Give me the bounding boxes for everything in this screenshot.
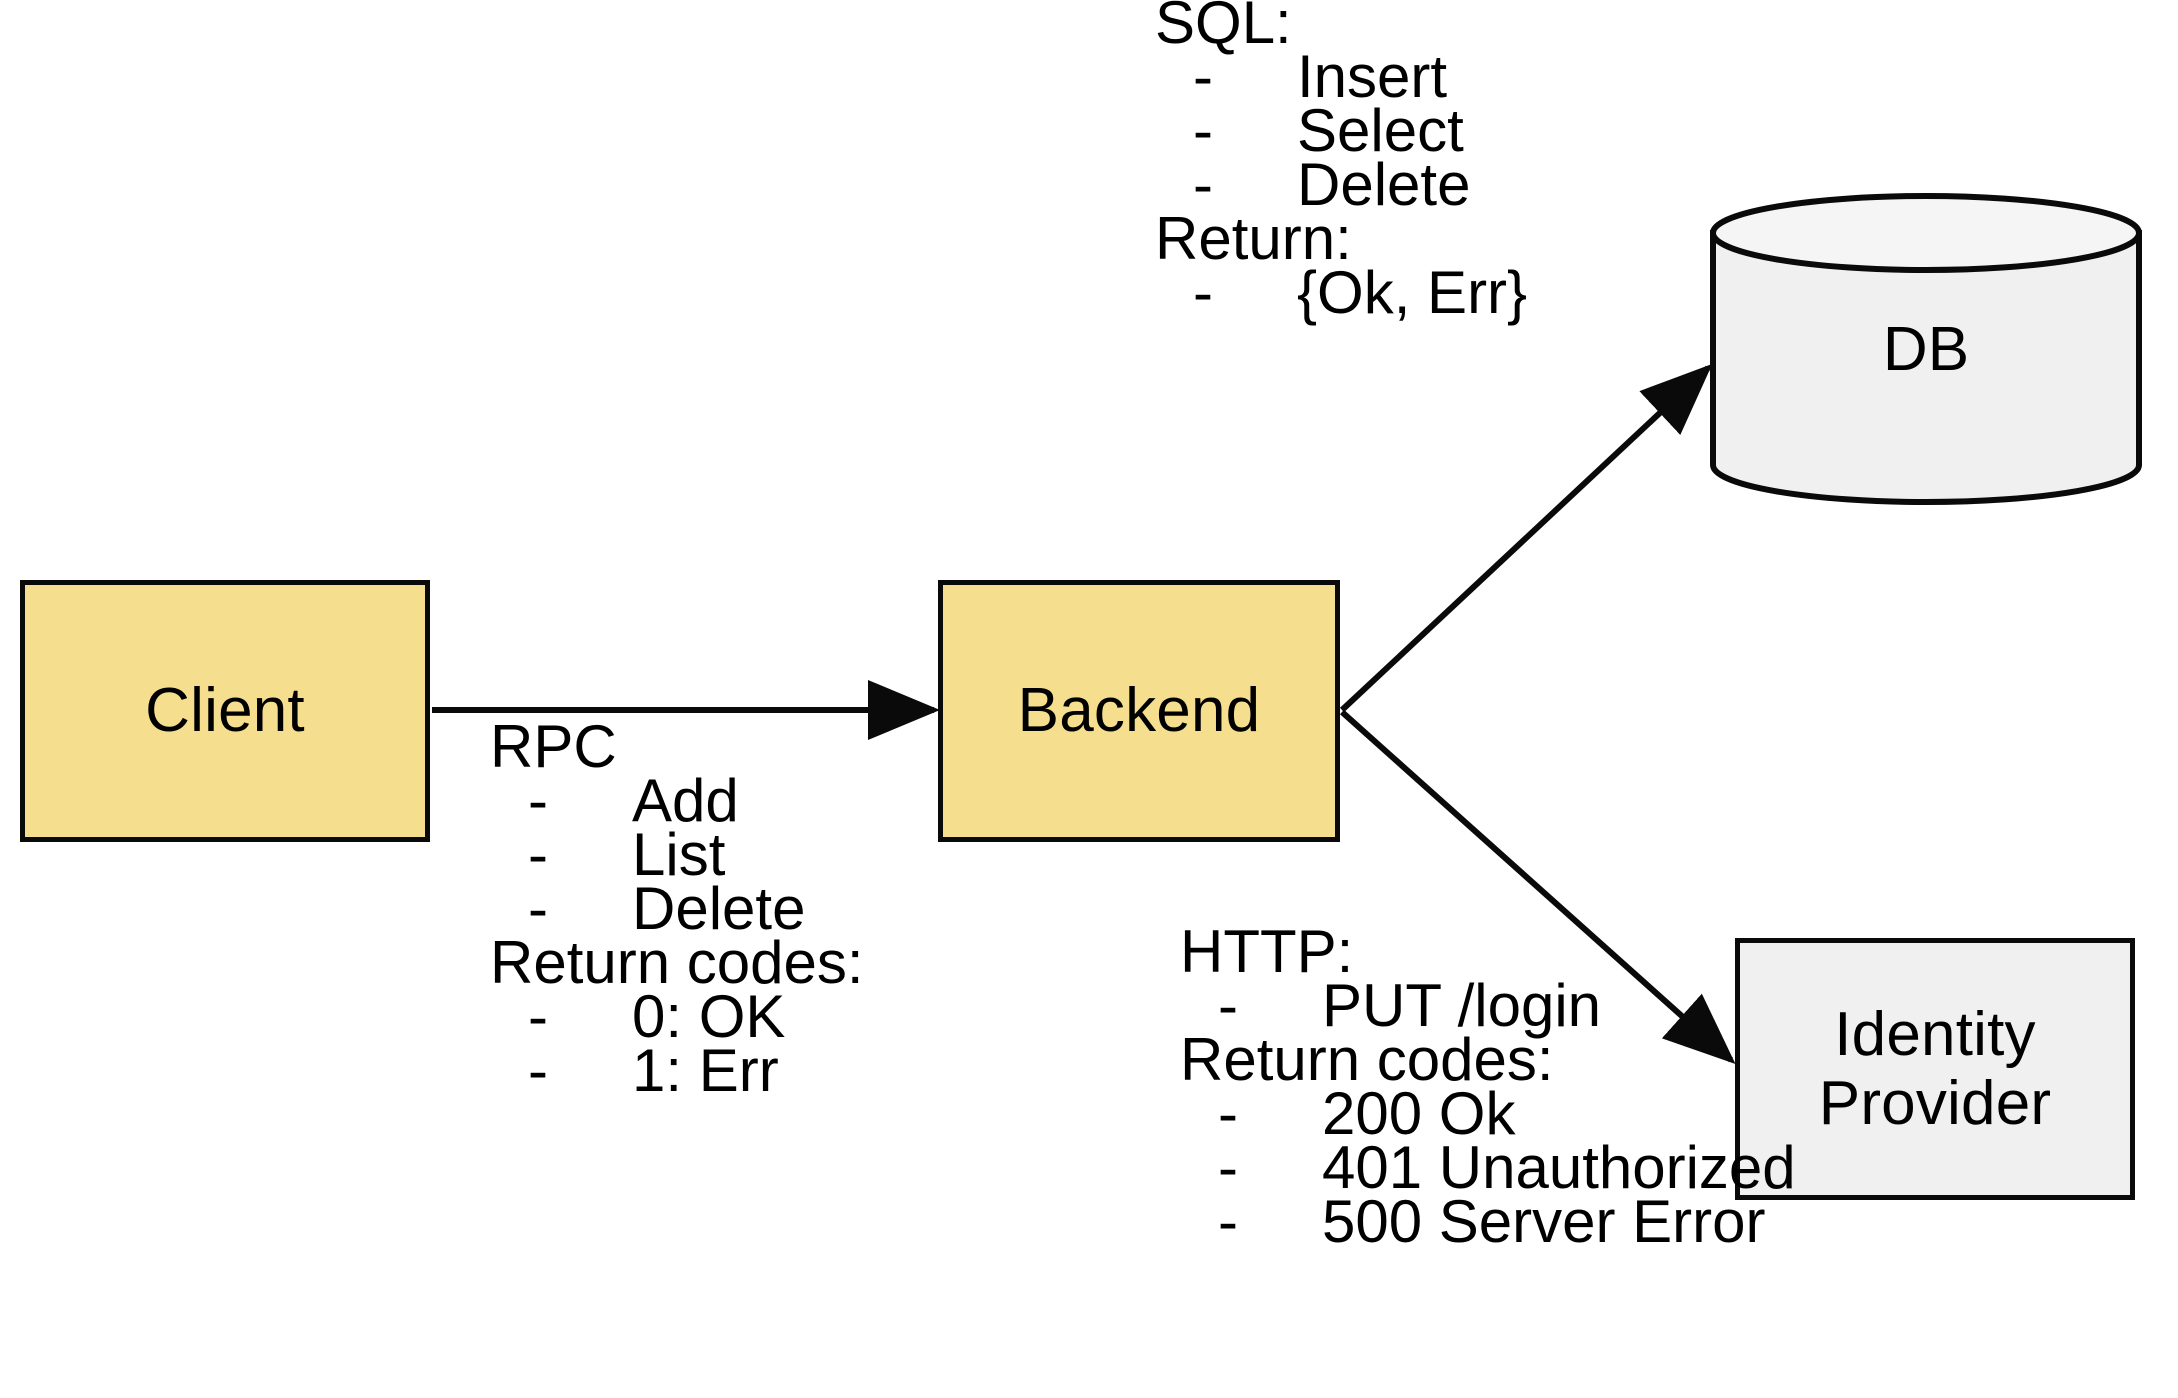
annotation-sql: SQL: - Insert - Select - Delete Return: … bbox=[1155, 0, 1527, 326]
bullet-dash-icon: - bbox=[528, 821, 548, 888]
database-cylinder-icon bbox=[1710, 193, 2142, 505]
annotation-http-subitem: - 401 Unauthorized bbox=[1180, 1134, 1796, 1201]
bullet-dash-icon: - bbox=[1193, 259, 1213, 326]
annotation-http-subitem: - 500 Server Error bbox=[1180, 1188, 1766, 1255]
annotation-http-item-label: PUT /login bbox=[1322, 972, 1602, 1039]
bullet-dash-icon: - bbox=[1193, 97, 1213, 164]
annotation-http-subitem-label: 500 Server Error bbox=[1322, 1188, 1766, 1255]
bullet-dash-icon: - bbox=[1218, 972, 1238, 1039]
annotation-http-subitem: - 200 Ok bbox=[1180, 1080, 1554, 1147]
bullet-dash-icon: - bbox=[1193, 151, 1213, 218]
edge-backend-to-db bbox=[1339, 363, 1713, 713]
annotation-sql-item-label: Select bbox=[1297, 97, 1464, 164]
annotation-http: HTTP: - PUT /login Return codes: - 200 O… bbox=[1180, 918, 1796, 1255]
node-identity-provider-label: Identity Provider bbox=[1819, 1000, 2051, 1139]
annotation-sql-subtitle: Return: bbox=[1155, 205, 1352, 272]
bullet-dash-icon: - bbox=[528, 1037, 548, 1104]
bullet-dash-icon: - bbox=[528, 875, 548, 942]
bullet-dash-icon: - bbox=[1218, 1134, 1238, 1201]
annotation-rpc-subitem: - 1: Err bbox=[490, 1037, 864, 1104]
annotation-sql-subitem-label: {Ok, Err} bbox=[1297, 259, 1528, 326]
annotation-sql-title: SQL: bbox=[1155, 0, 1292, 56]
node-idp-label-line1: Identity bbox=[1834, 999, 2036, 1069]
bullet-dash-icon: - bbox=[1193, 43, 1213, 110]
annotation-sql-item: - Delete bbox=[1155, 151, 1470, 218]
edge-backend-to-idp bbox=[1339, 709, 1736, 1065]
annotation-sql-item-label: Delete bbox=[1297, 151, 1471, 218]
annotation-rpc-item-label: List bbox=[632, 821, 726, 888]
node-backend[interactable]: Backend bbox=[938, 580, 1340, 842]
node-idp-label-line2: Provider bbox=[1818, 1069, 2052, 1138]
node-db[interactable]: DB bbox=[1710, 193, 2142, 505]
node-client[interactable]: Client bbox=[20, 580, 430, 842]
annotation-rpc-item: - Add bbox=[490, 767, 864, 834]
node-client-label: Client bbox=[145, 676, 305, 746]
annotation-rpc-item-label: Delete bbox=[632, 875, 806, 942]
annotation-http-subtitle: Return codes: bbox=[1180, 1026, 1554, 1093]
annotation-rpc: RPC - Add - List - Delete Return codes: … bbox=[490, 713, 864, 1104]
annotation-rpc-item-label: Add bbox=[632, 767, 739, 834]
annotation-http-title: HTTP: bbox=[1180, 918, 1354, 985]
node-db-label: DB bbox=[1882, 314, 1970, 384]
annotation-rpc-title: RPC bbox=[490, 713, 617, 780]
bullet-dash-icon: - bbox=[528, 767, 548, 834]
annotation-rpc-subitem-label: 0: OK bbox=[632, 983, 786, 1050]
annotation-rpc-item: - Delete bbox=[490, 875, 864, 942]
bullet-dash-icon: - bbox=[1218, 1188, 1238, 1255]
annotation-sql-item: - Insert bbox=[1155, 43, 1447, 110]
annotation-rpc-subitem-label: 1: Err bbox=[632, 1037, 779, 1104]
annotation-rpc-subitem: - 0: OK bbox=[490, 983, 864, 1050]
bullet-dash-icon: - bbox=[1218, 1080, 1238, 1147]
annotation-sql-subitem: - {Ok, Err} bbox=[1155, 259, 1527, 326]
annotation-http-subitem-label: 401 Unauthorized bbox=[1322, 1134, 1796, 1201]
annotation-sql-item: - Select bbox=[1155, 97, 1464, 164]
node-identity-provider[interactable]: Identity Provider bbox=[1735, 938, 2135, 1200]
node-backend-label: Backend bbox=[1017, 676, 1261, 746]
annotation-rpc-subtitle: Return codes: bbox=[490, 929, 864, 996]
annotation-sql-item-label: Insert bbox=[1297, 43, 1448, 110]
annotation-rpc-item: - List bbox=[490, 821, 864, 888]
bullet-dash-icon: - bbox=[528, 983, 548, 1050]
annotation-http-item: - PUT /login bbox=[1180, 972, 1601, 1039]
annotation-http-subitem-label: 200 Ok bbox=[1322, 1080, 1516, 1147]
